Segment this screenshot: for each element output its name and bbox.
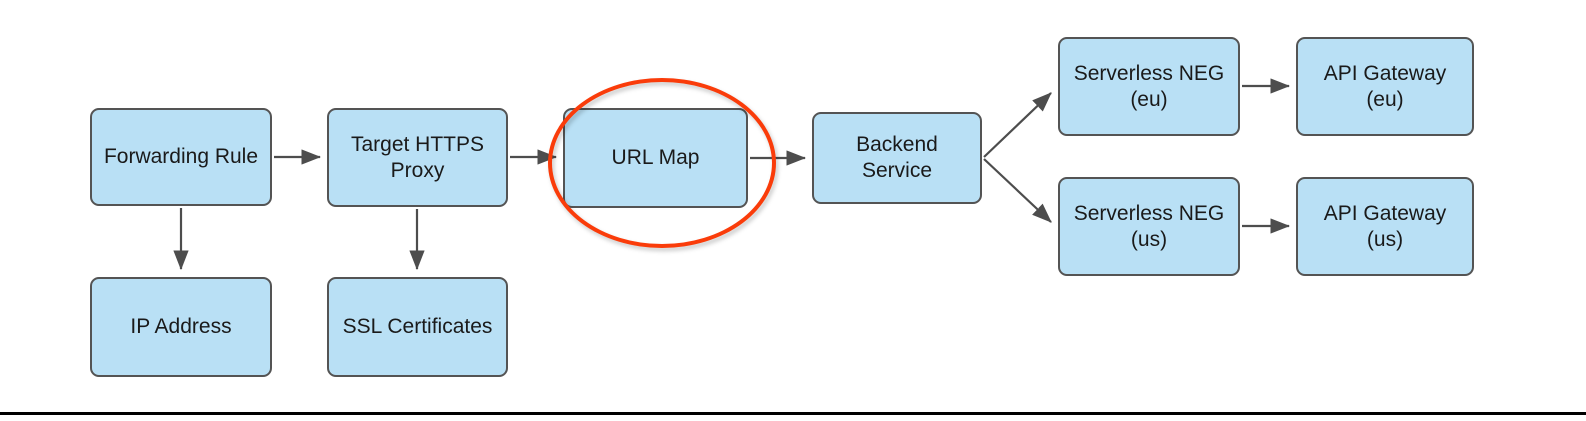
- node-target-https-proxy[interactable]: Target HTTPS Proxy: [327, 108, 508, 207]
- node-api-gateway-us[interactable]: API Gateway (us): [1296, 177, 1474, 276]
- node-backend-service[interactable]: Backend Service: [812, 112, 982, 204]
- connector-backend-to-neg-eu: [983, 92, 1052, 158]
- node-label: Target HTTPS Proxy: [350, 132, 485, 182]
- node-url-map[interactable]: URL Map: [563, 108, 748, 208]
- node-serverless-neg-us[interactable]: Serverless NEG (us): [1058, 177, 1240, 276]
- node-ssl-certificates[interactable]: SSL Certificates: [327, 277, 508, 377]
- node-label: Serverless NEG (us): [1073, 201, 1225, 251]
- node-label: SSL Certificates: [342, 315, 493, 339]
- node-label: IP Address: [130, 315, 232, 339]
- bottom-divider: [0, 412, 1586, 415]
- node-label: Backend Service: [856, 133, 938, 182]
- node-label: API Gateway (us): [1323, 201, 1447, 251]
- node-ip-address[interactable]: IP Address: [90, 277, 272, 377]
- node-api-gateway-eu[interactable]: API Gateway (eu): [1296, 37, 1474, 136]
- connector-backend-to-neg-us: [983, 158, 1052, 223]
- node-label: API Gateway (eu): [1323, 61, 1447, 111]
- node-forwarding-rule[interactable]: Forwarding Rule: [90, 108, 272, 206]
- node-label: URL Map: [611, 146, 700, 170]
- node-label: Serverless NEG (eu): [1073, 61, 1225, 111]
- node-label: Forwarding Rule: [103, 145, 259, 169]
- node-serverless-neg-eu[interactable]: Serverless NEG (eu): [1058, 37, 1240, 136]
